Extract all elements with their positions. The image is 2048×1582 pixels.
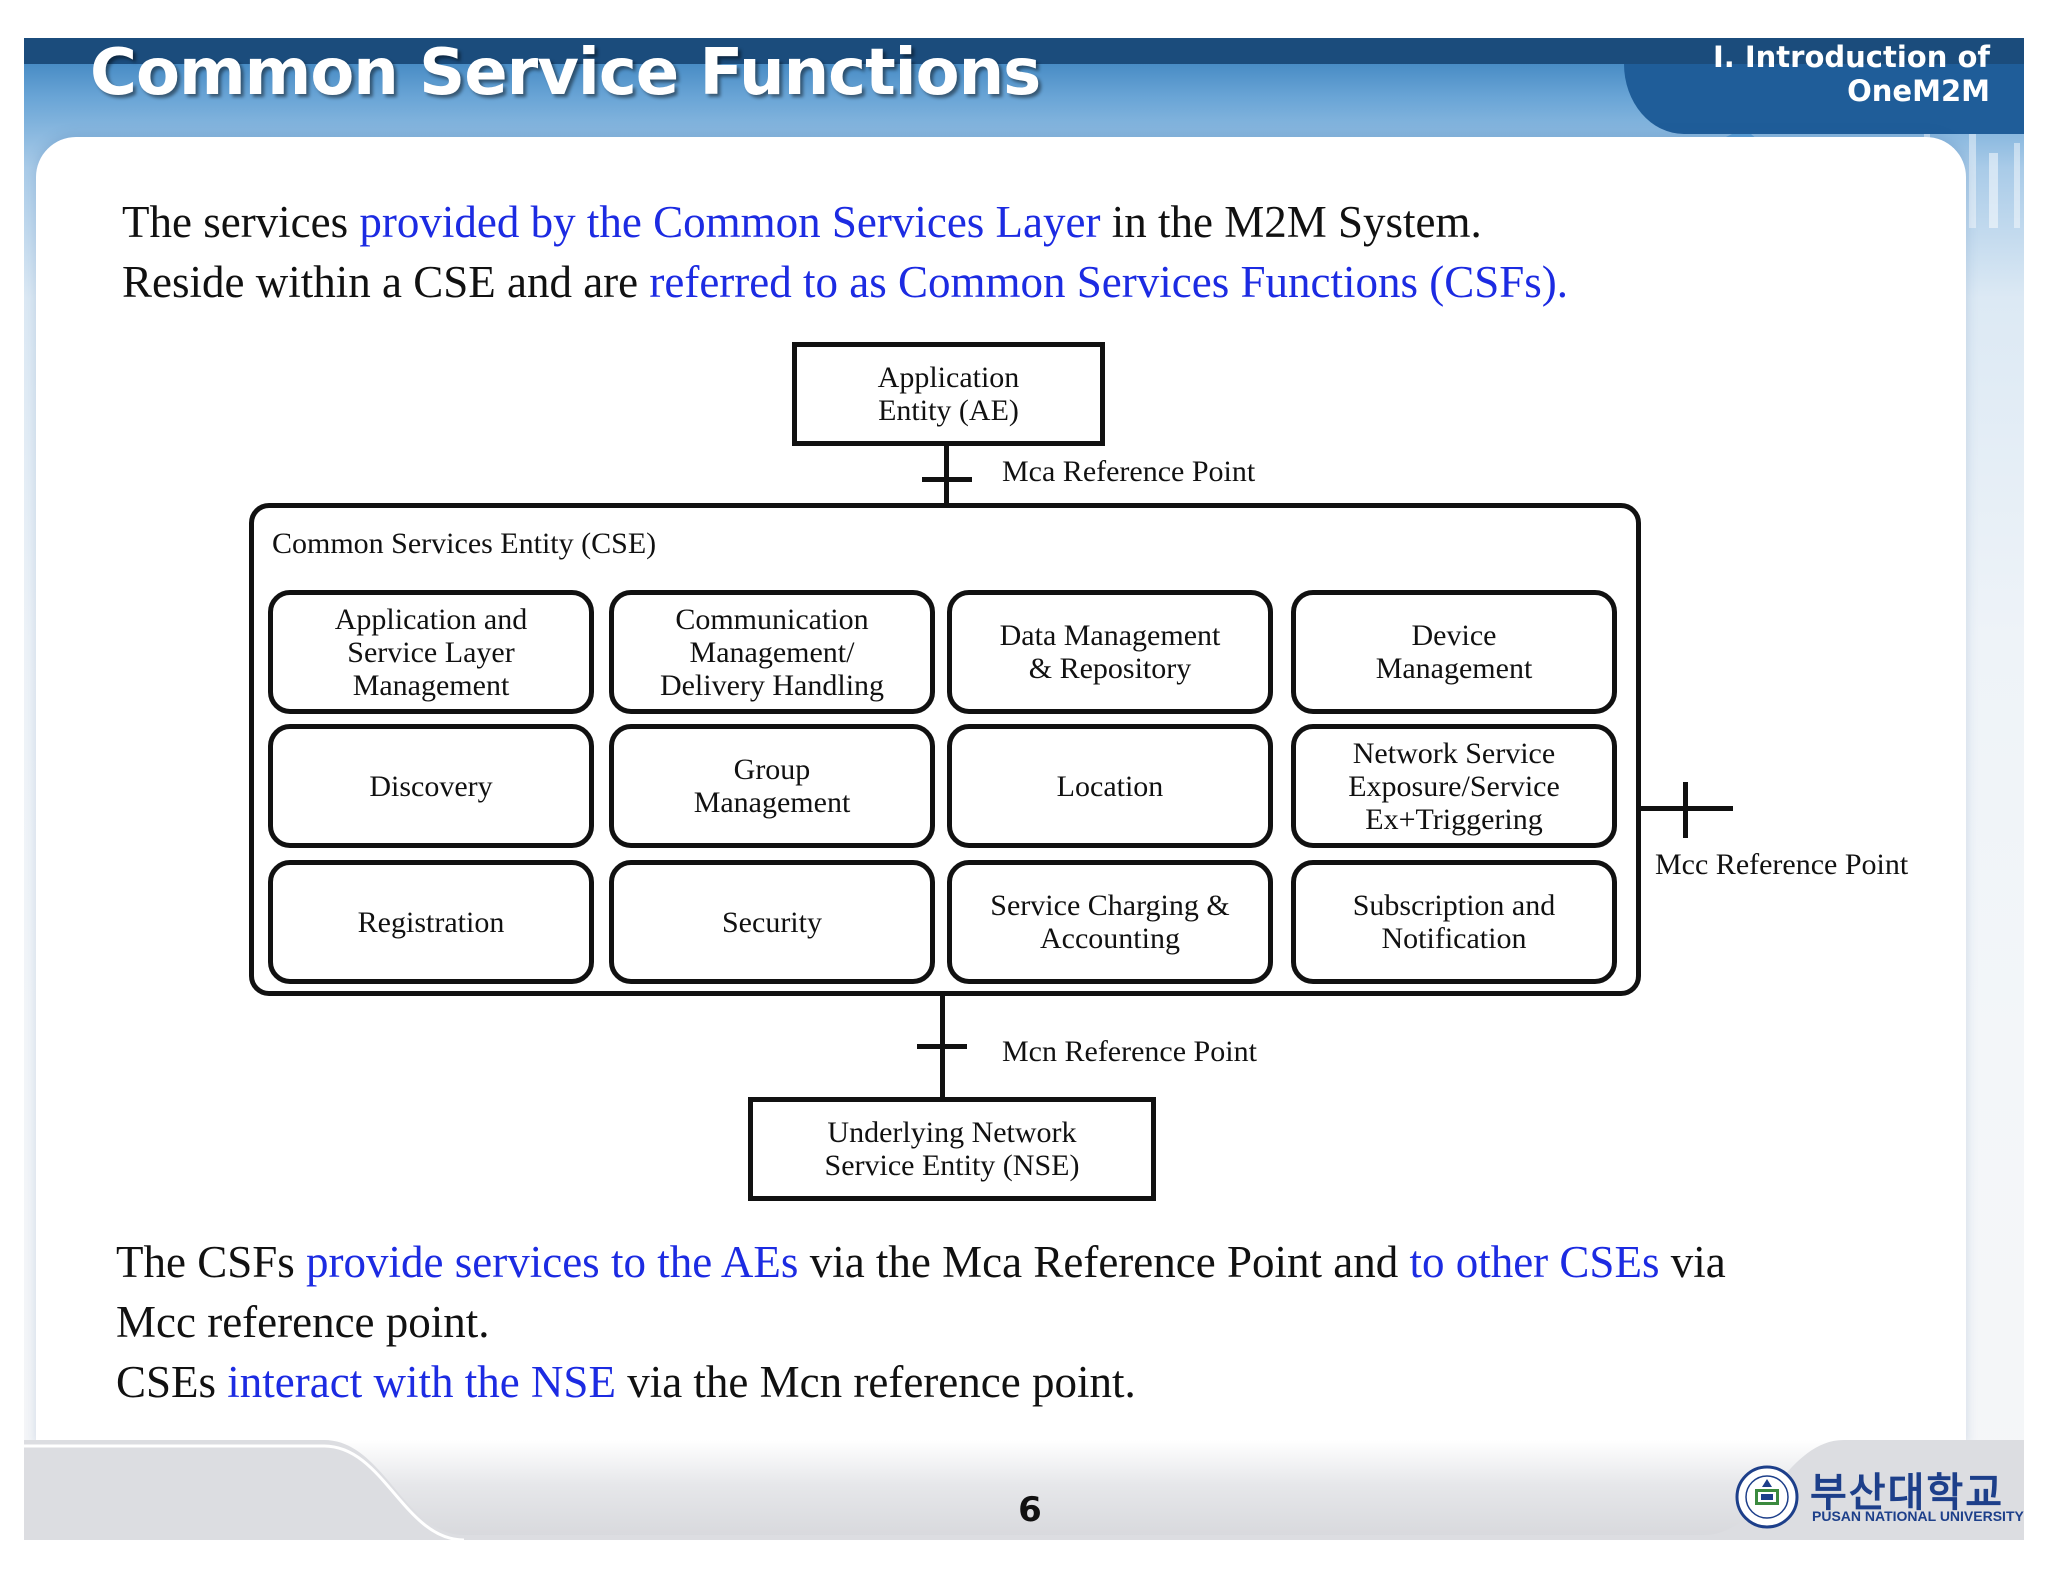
csf-label-line: Management	[693, 786, 851, 819]
csf-box: Location	[947, 724, 1273, 848]
intro-text: The services provided by the Common Serv…	[122, 192, 1568, 312]
csf-label-line: Subscription and	[1352, 889, 1556, 922]
mcc-connector-tick	[1683, 782, 1688, 838]
mcc-reference-label: Mcc Reference Point	[1655, 848, 1909, 881]
csf-box: Data Management& Repository	[947, 590, 1273, 714]
csf-label: Service Charging &Accounting	[990, 889, 1229, 955]
cse-label: Common Services Entity (CSE)	[272, 527, 657, 560]
intro-line-2: Reside within a CSE and are referred to …	[122, 252, 1568, 312]
outro-line-1-highlight-1: provide services to the AEs	[306, 1237, 799, 1287]
section-tab	[1624, 64, 2024, 134]
csf-label-line: Location	[1056, 769, 1164, 803]
outro-line-1-highlight-2: to other CSEs	[1409, 1237, 1660, 1287]
csf-label: Discovery	[369, 770, 492, 803]
outro-line-1-e: via	[1659, 1237, 1726, 1287]
csf-box: Discovery	[268, 724, 594, 848]
csf-box: Registration	[268, 860, 594, 984]
csf-label-line: Data Management	[999, 619, 1221, 652]
university-logo-korean: 부산대학교	[1810, 1470, 2004, 1516]
csf-label: Location	[1057, 770, 1164, 803]
page-title: Common Service Functions	[90, 36, 1041, 110]
nse-box-line-1: Underlying Network	[827, 1116, 1077, 1149]
csf-label-line: Exposure/Service	[1348, 769, 1560, 803]
mcn-connector-tick	[917, 1044, 967, 1049]
outro-line-1-c: via the Mca Reference Point and	[798, 1237, 1410, 1287]
csf-label-line: Group	[733, 753, 811, 786]
intro-line-1-a: The services	[122, 197, 360, 247]
csf-label-line: Notification	[1381, 922, 1527, 955]
csf-label-line: Service Charging &	[990, 889, 1230, 922]
outro-line-3-a: CSEs	[116, 1357, 228, 1407]
csf-label: Data Management& Repository	[1000, 619, 1221, 685]
ae-box-line-1: Application	[877, 361, 1020, 394]
intro-line-2-a: Reside within a CSE and are	[122, 257, 650, 307]
outro-line-1-a: The CSFs	[116, 1237, 307, 1287]
outro-text: The CSFs provide services to the AEs via…	[116, 1232, 1726, 1412]
csf-label-line: & Repository	[1028, 652, 1192, 685]
csf-label: Security	[722, 906, 822, 939]
mca-connector-line	[944, 446, 949, 504]
csf-box: Security	[609, 860, 935, 984]
csf-label-line: Discovery	[369, 769, 493, 803]
csf-label-line: Ex+Triggering	[1365, 802, 1543, 836]
csf-label-line: Accounting	[1040, 922, 1180, 955]
csf-label-line: Management	[1375, 652, 1533, 685]
section-label: I. Introduction of OneM2M	[1712, 40, 1990, 108]
university-seal-icon	[1735, 1465, 1799, 1529]
csf-label: Registration	[358, 906, 505, 939]
intro-line-1: The services provided by the Common Serv…	[122, 192, 1568, 252]
mcn-reference-label: Mcn Reference Point	[1002, 1035, 1257, 1068]
csf-label-line: Network Service	[1352, 736, 1556, 770]
nse-box-line-2: Service Entity (NSE)	[824, 1149, 1080, 1182]
intro-line-1-highlight: provided by the Common Services Layer	[359, 197, 1101, 247]
ae-box-line-2: Entity (AE)	[878, 394, 1019, 427]
csf-label-line: Communication	[675, 602, 869, 636]
intro-line-1-c: in the M2M System.	[1100, 197, 1482, 247]
outro-line-2: Mcc reference point.	[116, 1297, 490, 1347]
university-logo-english: PUSAN NATIONAL UNIVERSITY	[1812, 1508, 2024, 1524]
outro-line-1: The CSFs provide services to the AEs via…	[116, 1232, 1726, 1292]
csf-box: Service Charging &Accounting	[947, 860, 1273, 984]
mca-reference-label: Mca Reference Point	[1002, 455, 1256, 488]
mca-connector-tick	[922, 477, 972, 482]
page-number: 6	[1018, 1490, 1042, 1530]
csf-label-line: Service Layer	[347, 635, 515, 669]
csf-label-line: Application and	[334, 602, 528, 636]
csf-label-line: Security	[722, 905, 822, 939]
csf-label-line: Device	[1411, 619, 1497, 652]
csf-label-line: Management	[352, 668, 510, 702]
csf-label-line: Delivery Handling	[659, 668, 885, 702]
intro-line-2-highlight: referred to as Common Services Functions…	[649, 257, 1569, 307]
outro-line-3: CSEs interact with the NSE via the Mcn r…	[116, 1352, 1726, 1412]
outro-line-3-highlight: interact with the NSE	[227, 1357, 616, 1407]
csf-label-line: Registration	[357, 905, 505, 939]
header-strip	[24, 38, 2024, 64]
outro-line-3-c: via the Mcn reference point.	[615, 1357, 1136, 1407]
csf-label-line: Management/	[689, 635, 855, 669]
